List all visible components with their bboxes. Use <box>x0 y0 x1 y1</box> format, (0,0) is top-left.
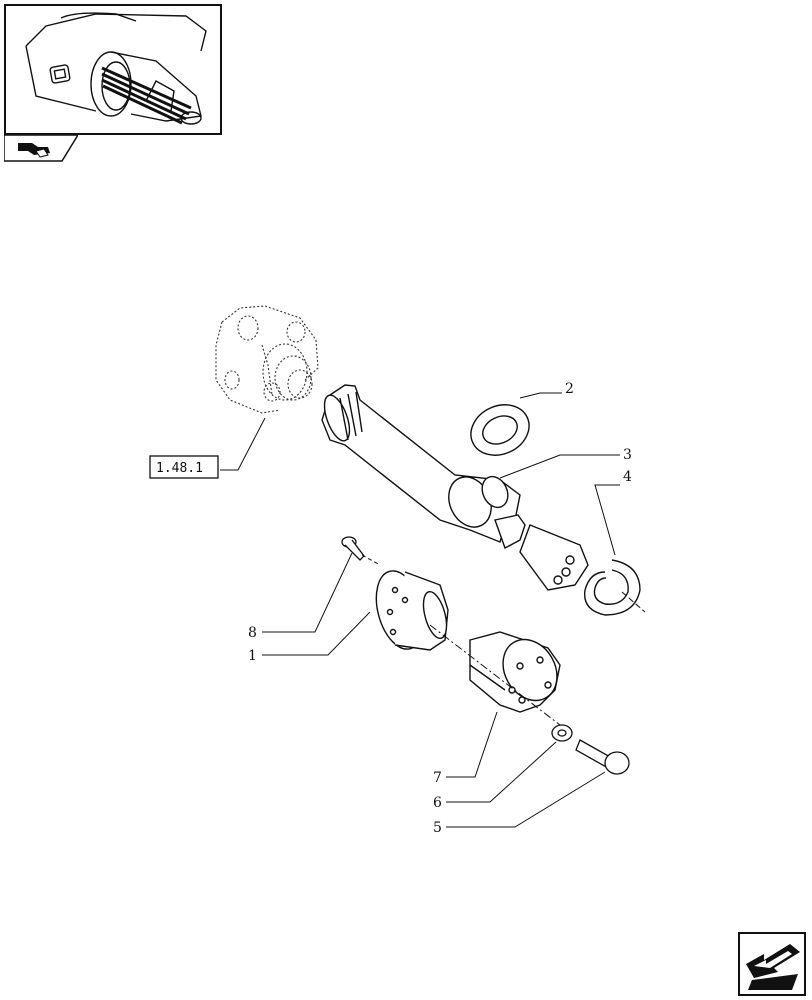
callout-1: 1 <box>248 648 257 664</box>
callout-7: 7 <box>433 770 442 786</box>
shaft-part-3 <box>321 384 589 591</box>
housing-reference-part <box>215 305 319 414</box>
assembly-axis-line <box>429 624 561 726</box>
callout-6: 6 <box>433 795 442 811</box>
reference-link[interactable]: 1.48.1 <box>149 455 219 479</box>
callout-3: 3 <box>623 447 632 463</box>
washer-part-2 <box>470 404 530 456</box>
leader-lines <box>220 392 620 828</box>
collet-part-7 <box>469 631 561 713</box>
bolt-axis-line <box>361 554 381 566</box>
circlip-axis-line <box>621 591 646 613</box>
circlip-part-4 <box>583 559 641 616</box>
diagram-tab-icon <box>3 134 80 162</box>
bolt-part-8 <box>341 536 365 561</box>
callout-8: 8 <box>248 625 257 641</box>
callout-5: 5 <box>433 820 442 836</box>
overview-thumbnail <box>4 4 222 135</box>
flange-part-1 <box>375 570 449 651</box>
reference-code: 1.48.1 <box>156 461 203 476</box>
next-page-button[interactable] <box>738 932 806 996</box>
screw-part-5 <box>575 739 630 775</box>
next-page-arrow-icon <box>746 944 800 990</box>
tractor-pto-thumbnail-icon <box>25 12 207 125</box>
nut-part-6 <box>551 724 573 742</box>
diagram-tab[interactable] <box>3 134 80 167</box>
callout-2: 2 <box>565 381 574 397</box>
callout-4: 4 <box>623 469 632 485</box>
